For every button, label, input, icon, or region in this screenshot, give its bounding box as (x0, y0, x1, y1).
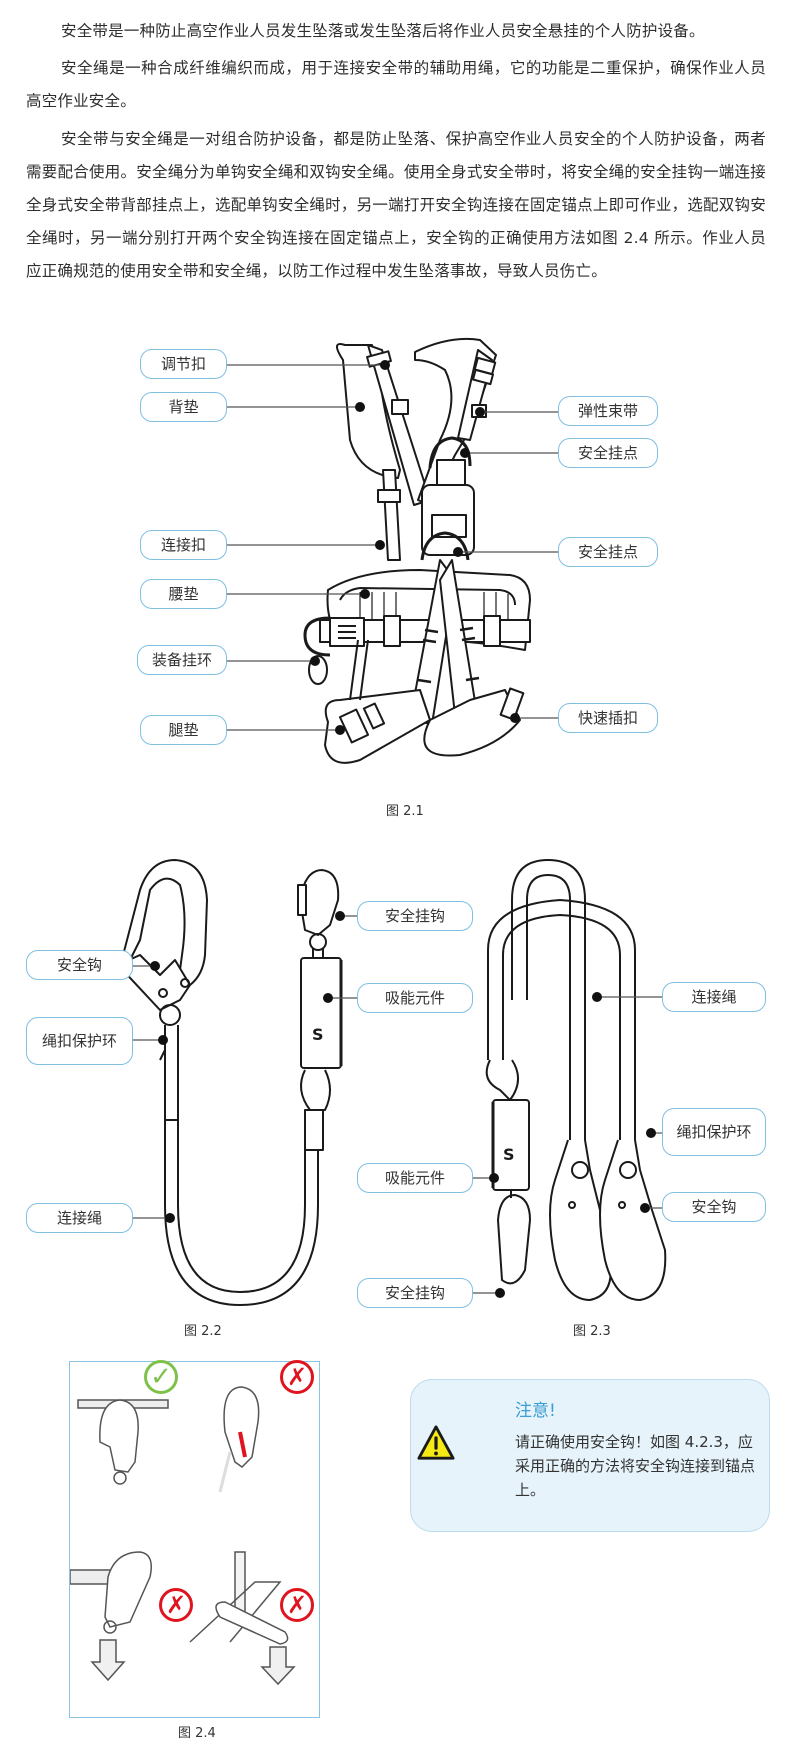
svg-text:S: S (312, 1025, 324, 1044)
cross-icon: ✗ (280, 1588, 314, 1622)
callout-adjust-buckle: 调节扣 (140, 349, 227, 379)
callout-elastic-band: 弹性束带 (558, 396, 658, 426)
callout-energy-absorber-2: 吸能元件 (357, 1163, 473, 1193)
callout-leg-pad: 腿垫 (140, 715, 227, 745)
paragraph-lanyard-definition: 安全绳是一种合成纤维编织而成，用于连接安全带的辅助用绳，它的功能是二重保护，确保… (26, 59, 766, 110)
callout-carabiner-2: 安全挂钩 (357, 1278, 473, 1308)
callout-sternal-attachment: 安全挂点 (558, 537, 658, 567)
hook-usage-illustration (69, 1386, 296, 1686)
paragraph-harness-definition: 安全带是一种防止高空作业人员发生坠落或发生坠落后将作业人员安全悬挂的个人防护设备… (61, 22, 705, 40)
svg-text:S: S (503, 1145, 515, 1164)
figure-2-2-caption: 图 2.2 (184, 1324, 222, 1339)
figure-2-4-caption: 图 2.4 (178, 1726, 216, 1741)
warning-note: 注意! 请正确使用安全钩！如图 4.2.3，应采用正确的方法将安全钩连接到锚点上… (410, 1379, 770, 1532)
callout-connector-buckle: 连接扣 (140, 530, 227, 560)
callout-snap-hook-2: 安全钩 (662, 1192, 766, 1222)
figure-2-1-caption: 图 2.1 (386, 804, 424, 819)
warning-icon (417, 1425, 455, 1460)
callout-quick-buckle: 快速插扣 (558, 703, 658, 733)
callout-rope-thimble-2: 绳扣保护环 (662, 1108, 766, 1156)
figure-2-4-panel: ✓ ✗ ✗ ✗ (69, 1360, 320, 1718)
figure-2-3-caption: 图 2.3 (573, 1324, 611, 1339)
callout-carabiner: 安全挂钩 (357, 901, 473, 931)
callout-rope-thimble: 绳扣保护环 (26, 1017, 133, 1065)
note-body: 请正确使用安全钩！如图 4.2.3，应采用正确的方法将安全钩连接到锚点上。 (515, 1433, 756, 1499)
callout-waist-pad: 腰垫 (140, 579, 227, 609)
check-icon: ✓ (144, 1360, 178, 1394)
callout-connecting-rope: 连接绳 (26, 1203, 133, 1233)
paragraph-usage: 安全带与安全绳是一对组合防护设备，都是防止坠落、保护高空作业人员安全的个人防护设… (26, 130, 766, 280)
callout-dorsal-attachment: 安全挂点 (558, 438, 658, 468)
callout-snap-hook: 安全钩 (26, 950, 133, 980)
cross-icon: ✗ (280, 1360, 314, 1394)
callout-connecting-rope-2: 连接绳 (662, 982, 766, 1012)
callout-gear-loop: 装备挂环 (137, 645, 227, 675)
callout-back-pad: 背垫 (140, 392, 227, 422)
callout-energy-absorber: 吸能元件 (357, 983, 473, 1013)
cross-icon: ✗ (159, 1588, 193, 1622)
note-title: 注意! (515, 1401, 556, 1421)
